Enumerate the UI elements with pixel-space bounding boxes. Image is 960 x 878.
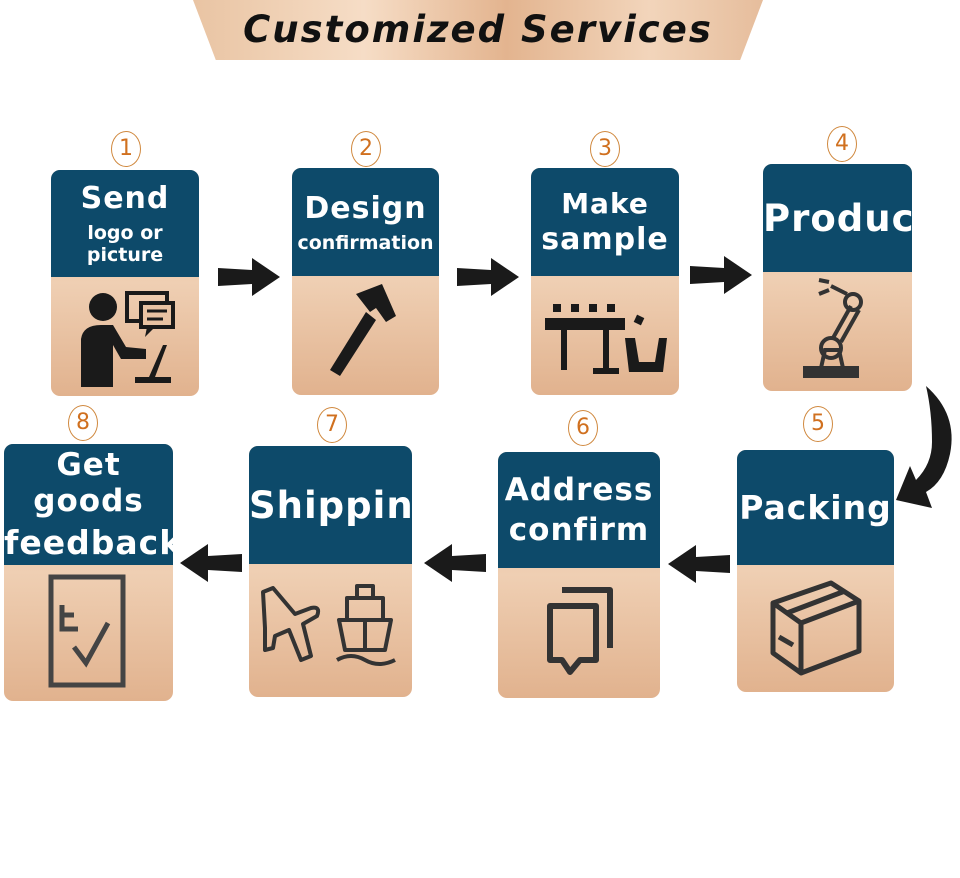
robot-arm-icon xyxy=(763,272,912,391)
arrow-right-icon xyxy=(690,256,752,294)
arrow-right-icon xyxy=(218,258,280,296)
step-title: Produce xyxy=(763,196,912,240)
arrow-right-icon xyxy=(457,258,519,296)
arrow-left-icon xyxy=(180,544,242,582)
step-number: 8 xyxy=(68,405,98,441)
step-card: Packing xyxy=(737,450,894,692)
step-number: 1 xyxy=(111,131,141,167)
step-header: Shipping xyxy=(249,446,412,564)
step-number: 7 xyxy=(317,407,347,443)
step-number: 2 xyxy=(351,131,381,167)
step-subtitle: sample xyxy=(541,222,669,257)
step-card: Produce xyxy=(763,164,912,391)
step-subtitle: confirm xyxy=(508,512,650,548)
box-icon xyxy=(737,565,894,692)
step-number: 5 xyxy=(803,406,833,442)
step-title: Make xyxy=(561,187,649,220)
arrow-left-icon xyxy=(668,545,730,583)
step-subtitle: feedback xyxy=(4,523,173,562)
airplane-ship-icon xyxy=(249,564,412,697)
step-number: 6 xyxy=(568,410,598,446)
step-card: Make sample xyxy=(531,168,679,395)
step-header: Address confirm xyxy=(498,452,660,568)
step-header: Send logo or picture xyxy=(51,170,199,277)
hammer-icon xyxy=(292,276,439,395)
step-header: Make sample xyxy=(531,168,679,276)
step-card: Send logo or picture xyxy=(51,170,199,396)
step-title: Address xyxy=(504,472,654,508)
step-header: Packing xyxy=(737,450,894,565)
chat-copy-icon xyxy=(498,568,660,698)
arrow-left-icon xyxy=(424,544,486,582)
step-subtitle: confirmation xyxy=(297,231,434,254)
step-card: Shipping xyxy=(249,446,412,697)
page-title: Customized Services xyxy=(243,8,713,51)
step-subtitle: logo or picture xyxy=(86,222,164,266)
curved-arrow-down-icon xyxy=(896,386,952,508)
title-banner xyxy=(193,0,763,60)
step-card: Address confirm xyxy=(498,452,660,698)
step-header: Produce xyxy=(763,164,912,272)
step-number: 4 xyxy=(827,126,857,162)
step-card: Get goods feedback xyxy=(4,444,173,701)
checklist-icon xyxy=(4,565,173,701)
step-title: Packing xyxy=(739,488,892,527)
step-title: Send xyxy=(80,181,170,216)
step-title: Get goods xyxy=(33,447,144,519)
conveyor-machine-icon xyxy=(531,276,679,395)
step-number: 3 xyxy=(590,131,620,167)
step-title: Design xyxy=(304,190,427,226)
step-header: Get goods feedback xyxy=(4,444,173,565)
step-card: Design confirmation xyxy=(292,168,439,395)
person-laptop-chat-icon xyxy=(51,277,199,396)
step-title: Shipping xyxy=(249,483,412,527)
step-header: Design confirmation xyxy=(292,168,439,276)
